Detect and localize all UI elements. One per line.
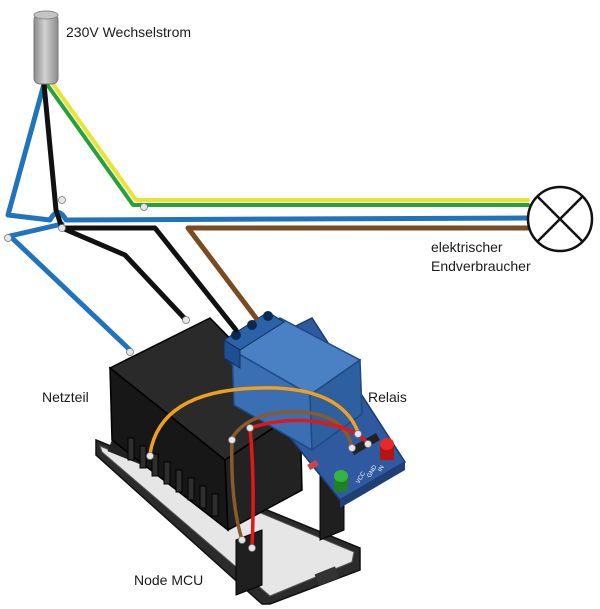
wire-blue-psu bbox=[5, 233, 133, 353]
connection-points bbox=[4, 196, 372, 552]
signal-wires bbox=[148, 386, 370, 550]
label-mains: 230V Wechselstrom bbox=[66, 24, 191, 40]
usb-port bbox=[314, 566, 340, 586]
wire-black-relay bbox=[59, 225, 239, 333]
pin-row bbox=[127, 437, 219, 517]
label-mcu: Node MCU bbox=[134, 572, 203, 588]
screw-terminal bbox=[223, 311, 285, 369]
wire-brown bbox=[185, 225, 531, 321]
label-psu: Netzteil bbox=[42, 389, 89, 405]
led-red bbox=[380, 438, 394, 460]
led-green bbox=[334, 470, 348, 492]
mains-cable bbox=[33, 10, 59, 85]
lamp-symbol-icon bbox=[526, 185, 594, 253]
pin-label-in: IN bbox=[378, 465, 386, 473]
wire-yellow bbox=[48, 78, 530, 202]
relay-module: GND VCC IN bbox=[223, 311, 407, 508]
wire-blue-tap bbox=[7, 221, 65, 239]
wire-green bbox=[44, 81, 530, 207]
wire-black-psu bbox=[59, 225, 189, 323]
pin-label-vcc: VCC bbox=[356, 470, 368, 485]
wire-brown-signal bbox=[229, 410, 354, 542]
label-consumer-line1: elektrischer bbox=[431, 239, 503, 255]
label-consumer-line2: Endverbraucher bbox=[431, 258, 531, 274]
relay-pcb-edge bbox=[340, 462, 405, 508]
wire-black-main bbox=[41, 81, 65, 231]
smd-component bbox=[307, 459, 319, 471]
mains-wires bbox=[5, 78, 531, 353]
label-relay: Relais bbox=[368, 389, 407, 405]
wire-orange bbox=[148, 386, 360, 456]
power-supply bbox=[108, 317, 303, 532]
